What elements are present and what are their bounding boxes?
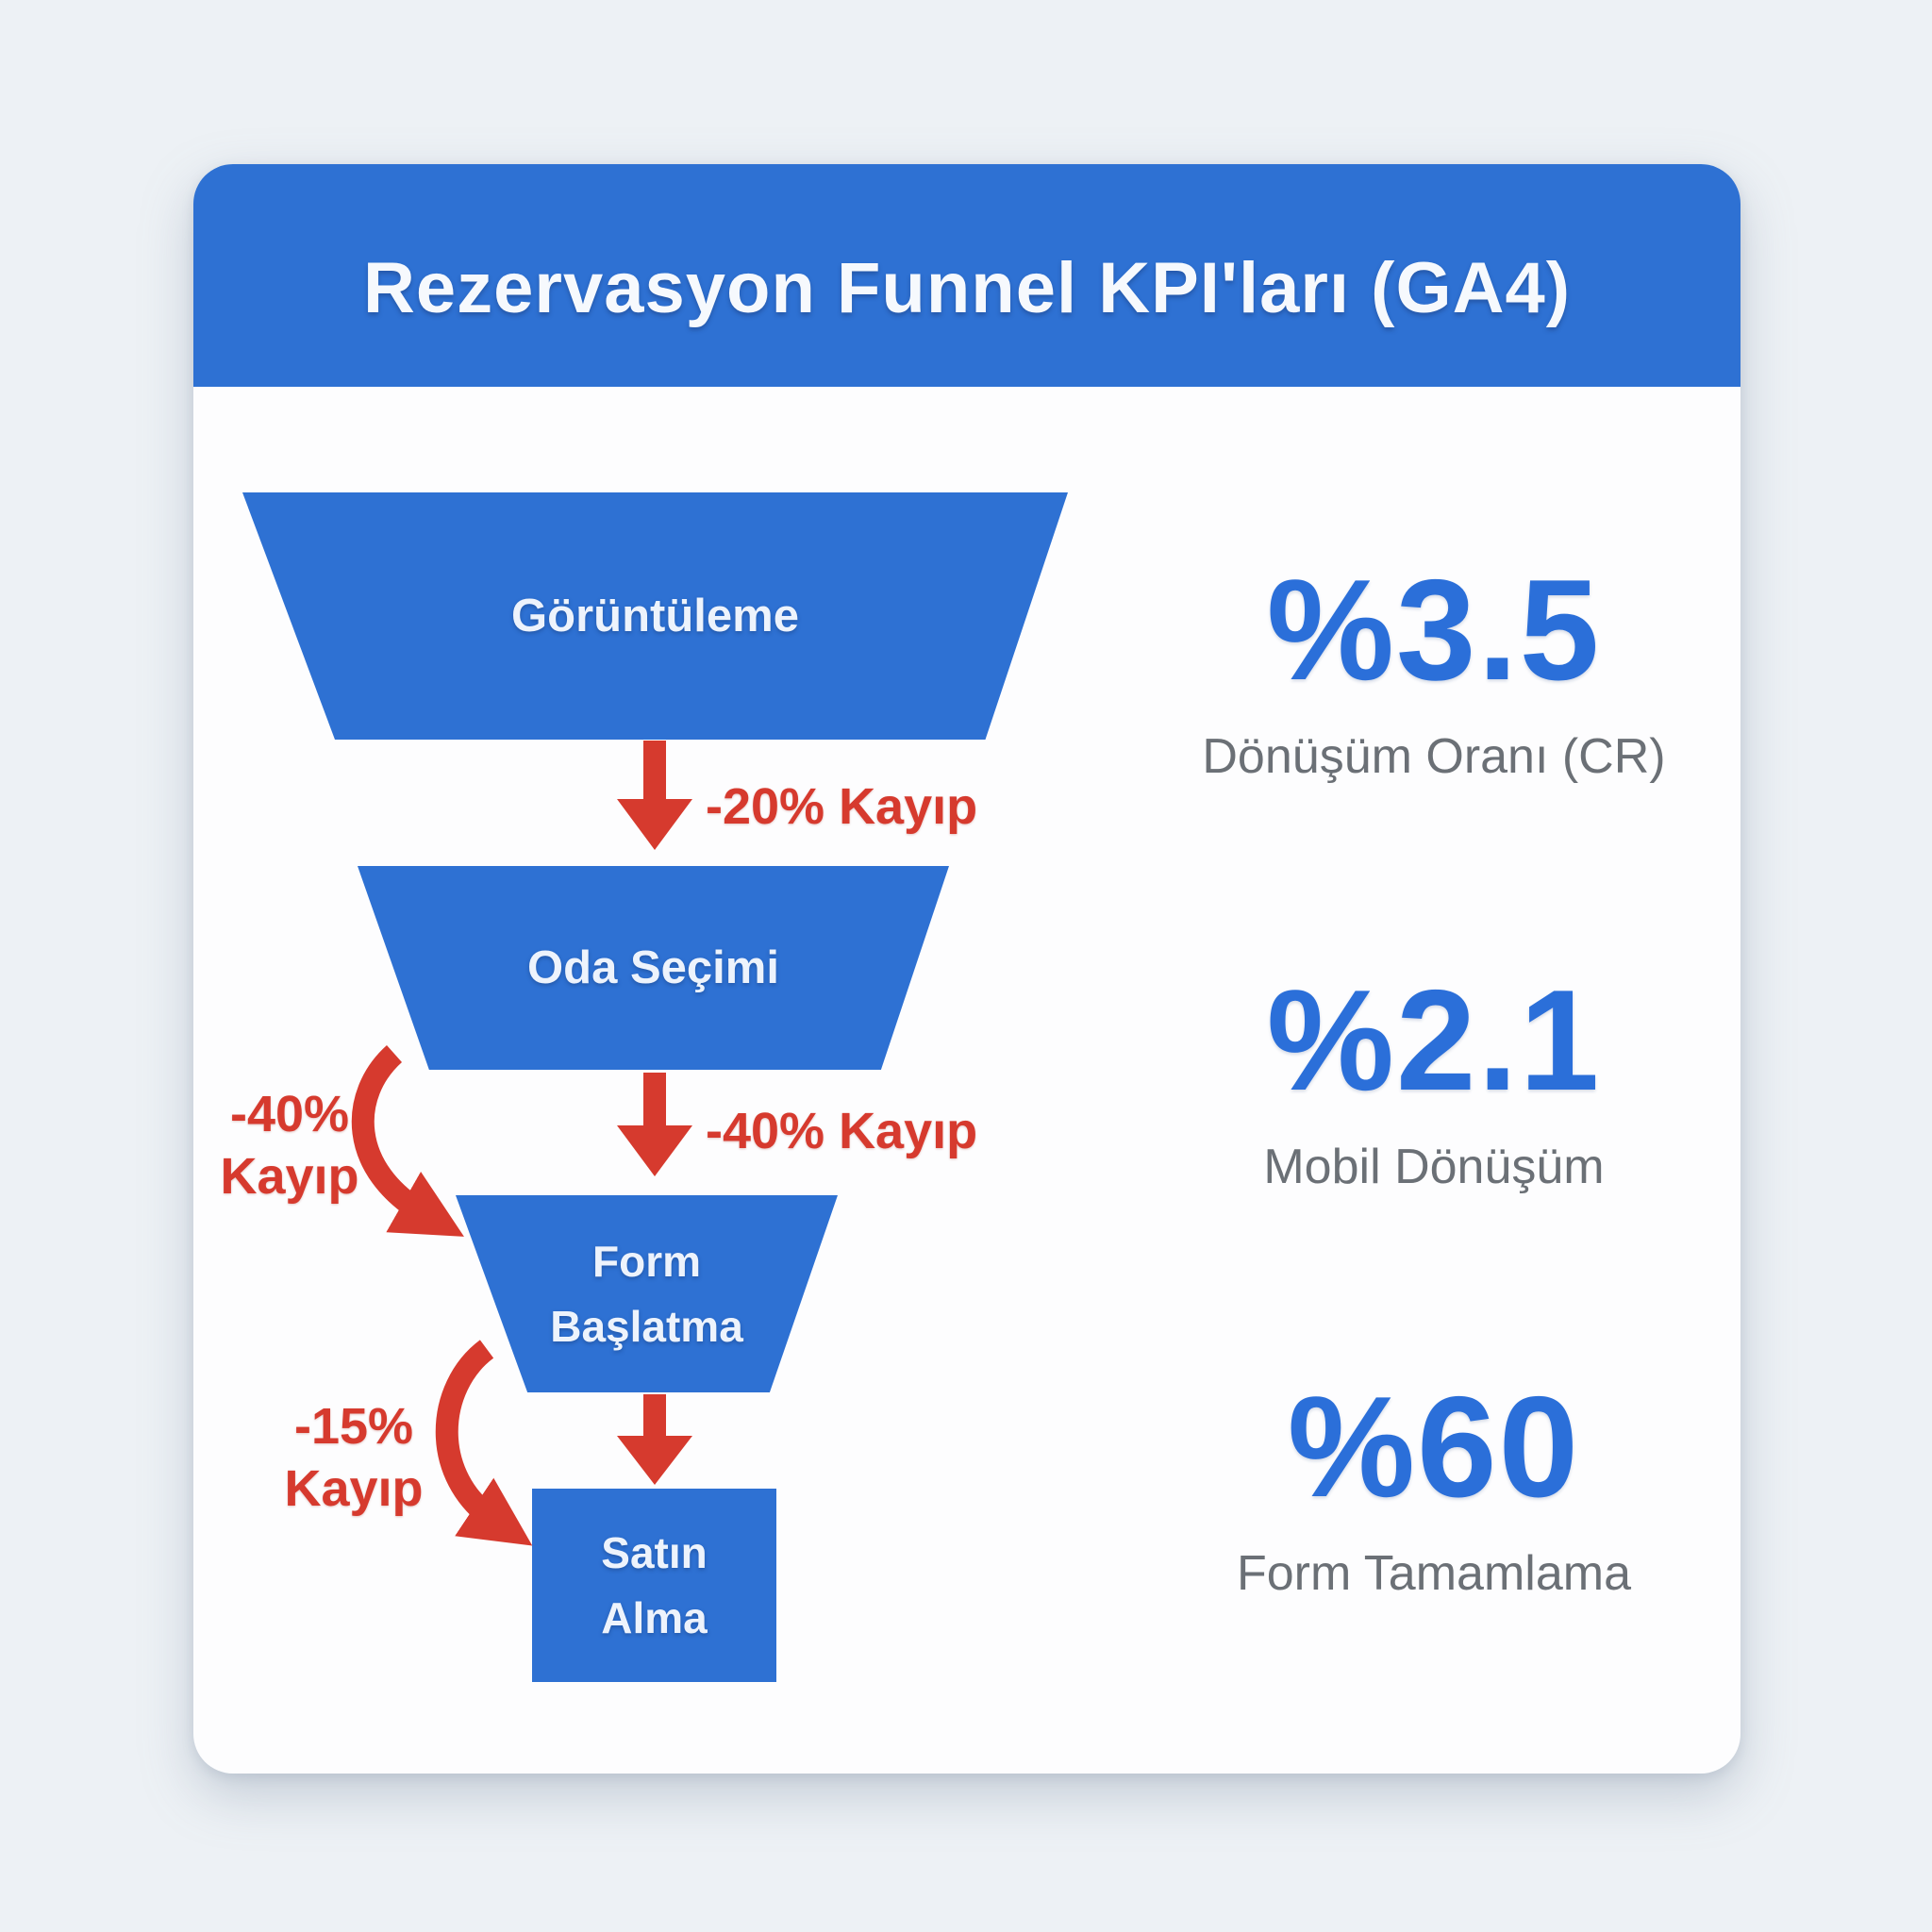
loss-label-15: -15% Kayıp [284,1398,424,1517]
funnel-stage-form-baslatma: Form Başlatma [456,1195,838,1392]
page-title: Rezervasyon Funnel KPI'ları (GA4) [362,247,1572,328]
kpi-value: %2.1 [1266,960,1602,1121]
loss-label-40-left: -40% Kayıp [220,1086,359,1205]
down-arrow-icon [617,741,692,850]
funnel-stage-label: Form Başlatma [550,1236,743,1351]
curved-arrow-icon [351,1045,464,1237]
kpi-label: Form Tamamlama [1236,1546,1631,1601]
down-arrow-icon [617,1394,692,1485]
funnel-stage-satin-alma: Satın Alma [532,1489,776,1682]
card-header: Rezervasyon Funnel KPI'ları (GA4) [193,164,1740,387]
kpi-block-conversion-rate: %3.5 Dönüşüm Oranı (CR) [1085,552,1783,789]
kpi-block-mobile-conversion: %2.1 Mobil Dönüşüm [1085,962,1783,1199]
funnel-stage-label: Oda Seçimi [527,942,779,993]
funnel-stage-oda-secimi: Oda Seçimi [358,866,949,1070]
curved-arrow-icon [435,1340,533,1546]
funnel-stage-label: Görüntüleme [511,591,799,641]
loss-label-40-mid: -40% Kayıp [706,1103,978,1159]
kpi-value: %3.5 [1266,550,1602,710]
funnel-stage-goruntuleme: Görüntüleme [242,492,1068,740]
funnel-stage-label: Satın Alma [601,1527,708,1642]
kpi-block-form-completion: %60 Form Tamamlama [1085,1369,1783,1606]
loss-label-20: -20% Kayıp [706,778,978,835]
down-arrow-icon [617,1073,692,1176]
kpi-label: Dönüşüm Oranı (CR) [1202,729,1666,784]
kpi-value: %60 [1287,1367,1581,1527]
kpi-label: Mobil Dönüşüm [1263,1140,1605,1194]
